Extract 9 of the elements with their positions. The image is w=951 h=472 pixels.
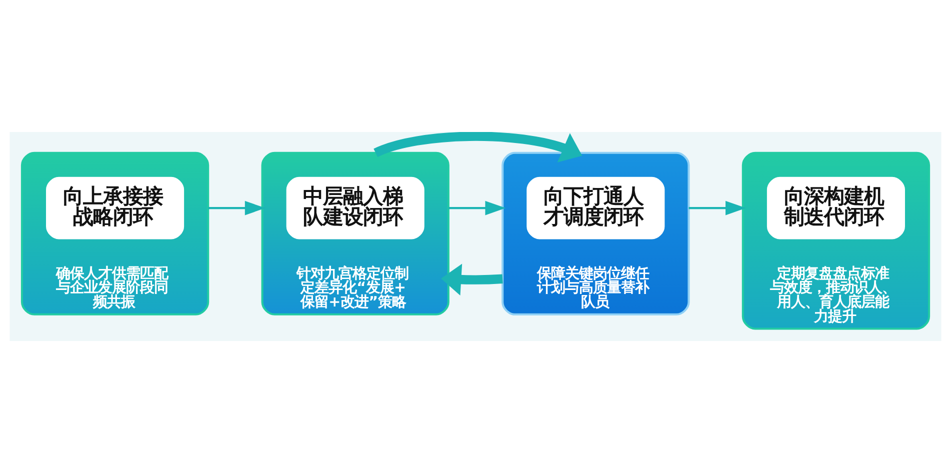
node-box: 向上承接接战略闭环 xyxy=(46,176,184,239)
node-box: 向下打通人才调度闭环 xyxy=(526,176,665,239)
node-box: 向深构建机制迭代闭环 xyxy=(766,176,905,239)
arrow xyxy=(374,132,582,162)
arrow xyxy=(440,263,503,296)
node-box: 中层融入梯队建设闭环 xyxy=(286,176,424,239)
arrow xyxy=(448,200,506,215)
arrow xyxy=(208,200,266,215)
arrow xyxy=(688,200,746,215)
